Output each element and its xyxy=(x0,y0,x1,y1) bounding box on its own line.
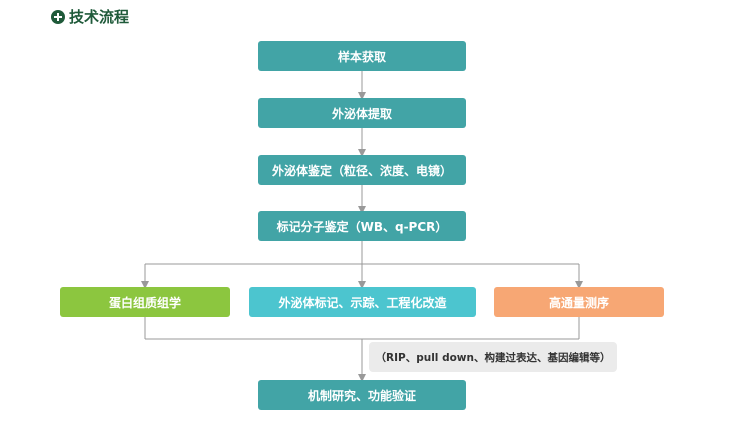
step-3-box: 外泌体鉴定（粒径、浓度、电镜） xyxy=(258,155,466,185)
plus-circle-icon xyxy=(51,10,65,24)
branch-1-box: 蛋白组质组学 xyxy=(60,287,230,317)
section-heading: 技术流程 xyxy=(51,8,129,26)
section-title: 技术流程 xyxy=(69,8,130,26)
branch-2-box: 外泌体标记、示踪、工程化改造 xyxy=(249,287,476,317)
final-step-box: 机制研究、功能验证 xyxy=(258,380,466,410)
step-2-box: 外泌体提取 xyxy=(258,98,466,128)
step-1-box: 样本获取 xyxy=(258,41,466,71)
step-4-box: 标记分子鉴定（WB、q-PCR） xyxy=(258,211,466,241)
method-note: （RIP、pull down、构建过表达、基因编辑等） xyxy=(369,342,617,372)
branch-3-box: 高通量测序 xyxy=(494,287,664,317)
